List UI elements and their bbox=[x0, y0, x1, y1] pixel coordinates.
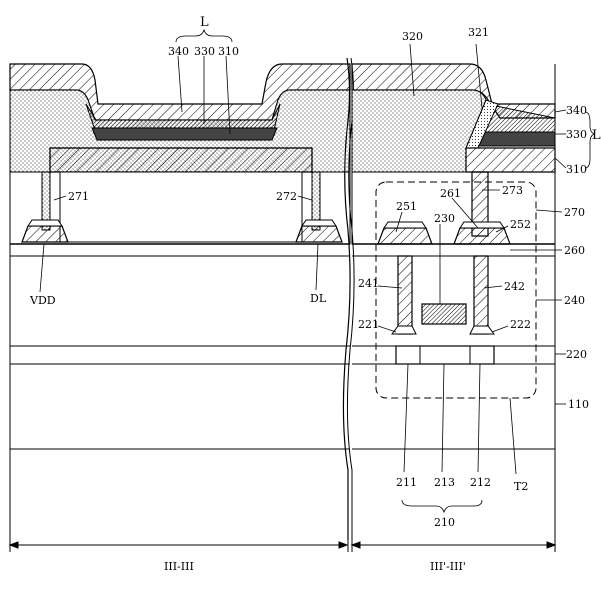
label-240: 240 bbox=[564, 294, 585, 307]
dl-pad-cap bbox=[302, 220, 336, 226]
label-330-top: 330 bbox=[194, 45, 215, 58]
label-310-r: 310 bbox=[566, 163, 587, 176]
arrow-r-left bbox=[352, 542, 360, 548]
contact-242 bbox=[474, 256, 488, 334]
label-L-right: L bbox=[592, 128, 601, 143]
label-260: 260 bbox=[564, 244, 585, 257]
label-272: 272 bbox=[276, 190, 297, 203]
electrode-252-cap bbox=[460, 222, 504, 228]
contact-241 bbox=[398, 256, 412, 334]
label-L-top: L bbox=[200, 15, 209, 30]
leader-270 bbox=[536, 210, 562, 212]
gate-230 bbox=[422, 304, 466, 324]
leader-222 bbox=[492, 326, 508, 332]
cavity-left bbox=[60, 172, 302, 242]
label-330-r: 330 bbox=[566, 128, 587, 141]
label-t2: T2 bbox=[514, 480, 528, 493]
electrode-block-left bbox=[50, 148, 312, 172]
leader-213 bbox=[442, 364, 444, 472]
label-section-right: III'-III' bbox=[430, 560, 466, 573]
bracket-210 bbox=[402, 500, 482, 512]
label-242: 242 bbox=[504, 280, 525, 293]
leader-212 bbox=[478, 364, 480, 472]
bump-221 bbox=[392, 326, 416, 334]
label-321: 321 bbox=[468, 26, 489, 39]
label-340-top: 340 bbox=[168, 45, 189, 58]
label-dl: DL bbox=[310, 292, 327, 305]
dl-pad bbox=[296, 226, 342, 242]
arrow-r-right bbox=[547, 542, 555, 548]
label-110: 110 bbox=[568, 398, 589, 411]
arrow-l-left bbox=[10, 542, 18, 548]
label-213: 213 bbox=[434, 476, 455, 489]
label-222: 222 bbox=[510, 318, 531, 331]
label-340-r: 340 bbox=[566, 104, 587, 117]
left-panel bbox=[10, 64, 350, 540]
leader-211 bbox=[404, 364, 408, 472]
label-section-left: III-III bbox=[164, 560, 194, 573]
electrode-block-right bbox=[466, 148, 555, 172]
electrode-251-cap bbox=[384, 222, 426, 228]
label-310-top: 310 bbox=[218, 45, 239, 58]
vdd-pad bbox=[22, 226, 68, 242]
label-261: 261 bbox=[440, 187, 461, 200]
label-271: 271 bbox=[68, 190, 89, 203]
label-210: 210 bbox=[434, 516, 455, 529]
bump-222 bbox=[470, 326, 494, 334]
leader-310-r bbox=[555, 158, 566, 168]
label-252: 252 bbox=[510, 218, 531, 231]
right-panel bbox=[352, 64, 555, 540]
label-251: 251 bbox=[396, 200, 417, 213]
label-220: 220 bbox=[566, 348, 587, 361]
bracket-L-top bbox=[176, 30, 232, 42]
label-270: 270 bbox=[564, 206, 585, 219]
leader-221 bbox=[378, 326, 396, 332]
label-320-top: 320 bbox=[402, 30, 423, 43]
label-221: 221 bbox=[358, 318, 379, 331]
leader-t2 bbox=[510, 398, 516, 474]
arrow-l-right bbox=[339, 542, 347, 548]
electrode-251 bbox=[378, 228, 432, 244]
dimension-arrows bbox=[10, 538, 555, 552]
label-273: 273 bbox=[502, 184, 523, 197]
electrode-252 bbox=[454, 228, 510, 244]
label-212: 212 bbox=[470, 476, 491, 489]
leader-340-r bbox=[555, 110, 566, 112]
active-210 bbox=[396, 346, 494, 364]
label-vdd: VDD bbox=[29, 294, 56, 307]
layer-310-left bbox=[92, 128, 277, 140]
leader-dl bbox=[316, 244, 318, 290]
label-230: 230 bbox=[434, 212, 455, 225]
leader-vdd bbox=[40, 244, 44, 292]
label-241: 241 bbox=[358, 277, 379, 290]
label-211: 211 bbox=[396, 476, 417, 489]
vdd-pad-cap bbox=[28, 220, 62, 226]
